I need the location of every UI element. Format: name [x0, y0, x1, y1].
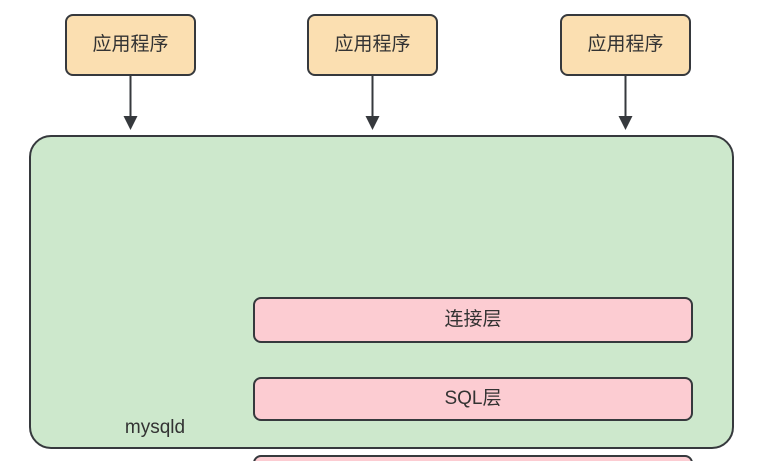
layer-connection-label: 连接层: [444, 308, 502, 330]
layer-storage-engine[interactable]: 存储引擎层 磁盘 内存 网络: [253, 455, 693, 461]
layer-connection[interactable]: 连接层: [253, 297, 693, 343]
mysqld-container[interactable]: mysqld 连接层 SQL层 存储引擎层 磁盘 内存 网络: [29, 135, 734, 461]
layer-sql-label: SQL层: [444, 387, 502, 409]
application-box-3[interactable]: 应用程序: [560, 14, 691, 76]
layer-sql[interactable]: SQL层: [253, 377, 693, 421]
application-box-1-label: 应用程序: [92, 33, 169, 55]
application-box-1[interactable]: 应用程序: [65, 14, 196, 76]
mysqld-label: mysqld: [124, 417, 186, 438]
application-box-3-label: 应用程序: [587, 33, 664, 55]
application-box-2-label: 应用程序: [334, 33, 411, 55]
application-box-2[interactable]: 应用程序: [307, 14, 438, 76]
